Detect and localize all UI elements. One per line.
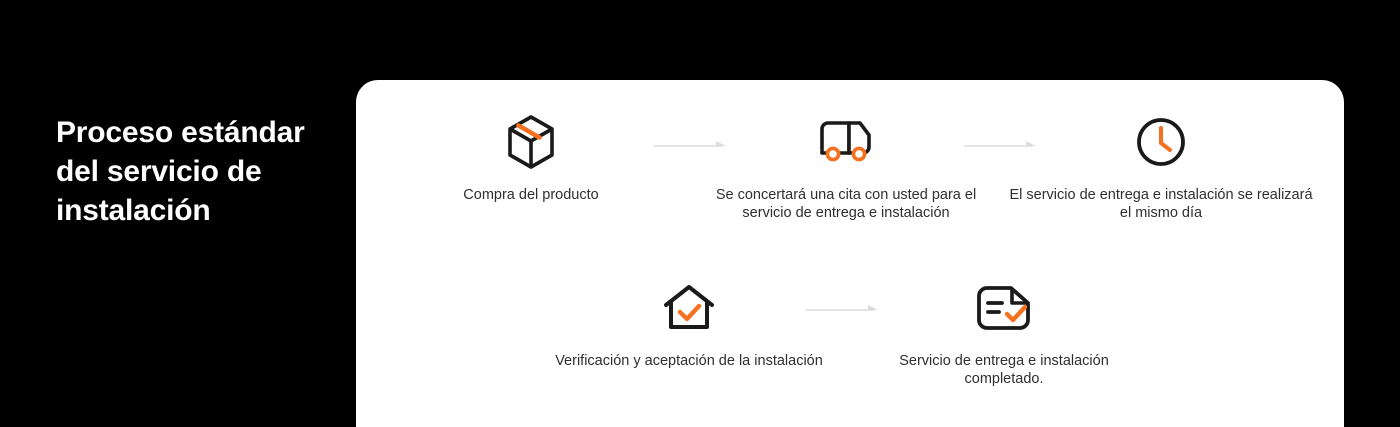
process-step-5: Servicio de entrega e instalación comple… bbox=[859, 280, 1149, 388]
document-check-icon bbox=[859, 280, 1149, 336]
process-step-4: Verificación y aceptación de la instalac… bbox=[544, 280, 834, 370]
process-step-1: Compra del producto bbox=[386, 114, 676, 204]
process-step-2: Se concertará una cita con usted para el… bbox=[701, 114, 991, 222]
page-title: Proceso estándar del servicio de instala… bbox=[56, 116, 305, 227]
delivery-truck-icon bbox=[701, 114, 991, 170]
process-step-3: El servicio de entrega e instalación se … bbox=[1006, 114, 1316, 222]
package-box-icon bbox=[386, 114, 676, 170]
house-check-icon bbox=[544, 280, 834, 336]
arrow-right-icon bbox=[654, 138, 730, 150]
process-step-5-label: Servicio de entrega e instalación comple… bbox=[899, 353, 1109, 387]
process-step-3-label: El servicio de entrega e instalación se … bbox=[1009, 187, 1313, 221]
process-step-2-label: Se concertará una cita con usted para el… bbox=[715, 187, 977, 221]
process-step-4-label: Verificación y aceptación de la instalac… bbox=[555, 353, 823, 369]
arrow-right-icon bbox=[806, 302, 882, 314]
clock-icon bbox=[1006, 114, 1316, 170]
process-card: Compra del producto Se concertará una ci… bbox=[356, 80, 1344, 427]
process-step-1-label: Compra del producto bbox=[463, 187, 599, 203]
arrow-right-icon bbox=[964, 138, 1040, 150]
